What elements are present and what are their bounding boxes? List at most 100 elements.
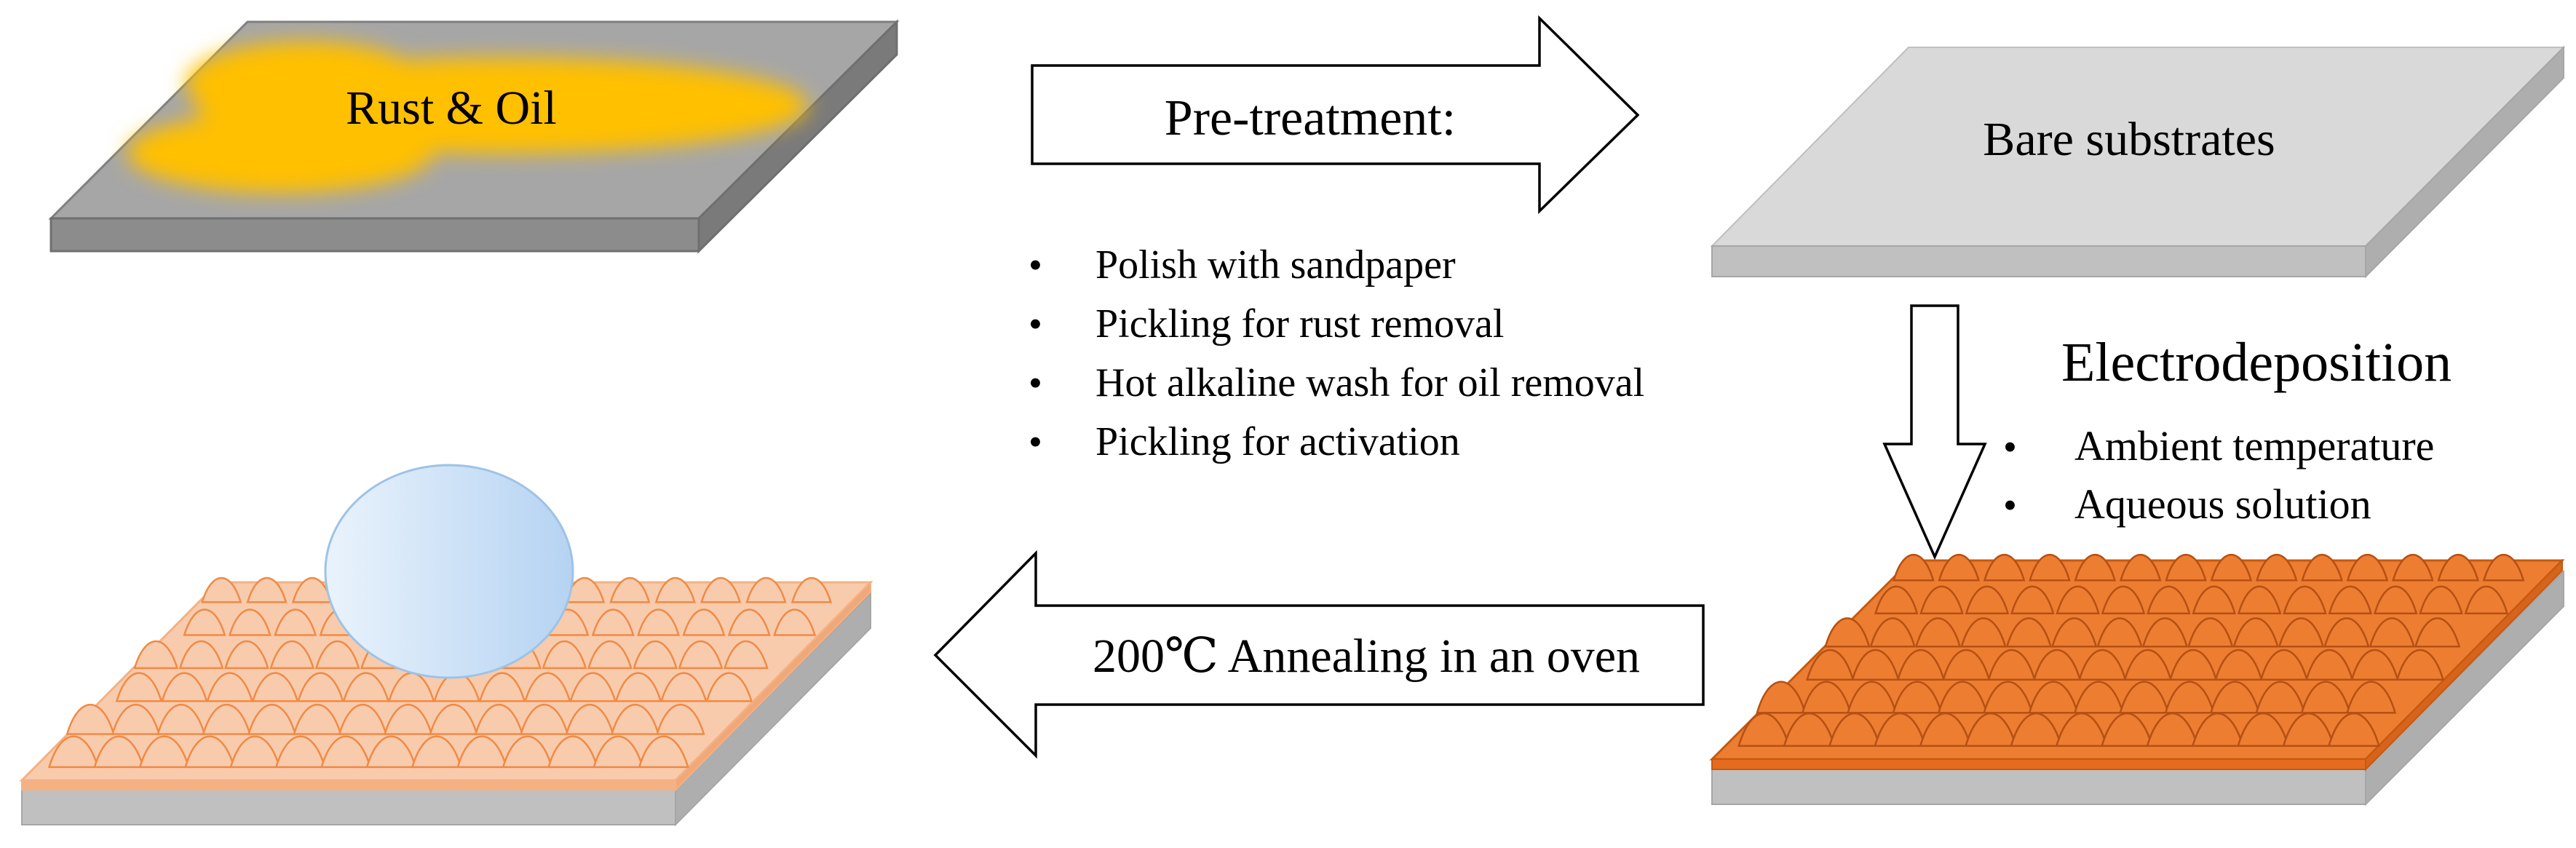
coating-bump — [2096, 617, 2143, 648]
coating-bump — [247, 704, 297, 735]
annealed-plate-substrate-front — [21, 789, 676, 825]
coating-bump — [1846, 681, 1898, 714]
coating-bump — [656, 704, 705, 735]
rusty-plate-front — [49, 217, 700, 253]
coating-bump — [638, 735, 689, 769]
coating-bump — [2028, 681, 2079, 714]
coating-bump — [2209, 681, 2261, 714]
pretreatment-arrow-shape — [1031, 15, 1640, 215]
coating-bump — [682, 609, 726, 636]
bare-plate-label: Bare substrates — [1983, 113, 2275, 166]
pretreatment-item-3: Hot alkaline wash for oil removal — [1095, 360, 1644, 405]
coating-bump — [610, 704, 660, 735]
list-bullet: • — [1029, 302, 1042, 346]
coating-bump — [115, 672, 163, 702]
annealing-arrow: 200℃ Annealing in an oven — [933, 550, 1705, 759]
coating-bump — [66, 704, 115, 735]
coating-bump — [1874, 585, 1919, 615]
coating-bump — [2419, 585, 2463, 615]
pretreatment-title: Pre-treatment: — [1165, 90, 1456, 146]
coating-bump — [1919, 585, 1964, 615]
electrodeposition-item-2: Aqueous solution — [2074, 480, 2371, 528]
coating-bump — [2147, 585, 2191, 615]
bare-plate-front — [1711, 245, 2366, 277]
coating-bump — [429, 704, 478, 735]
coating-bump — [111, 704, 161, 735]
coating-bump — [2168, 649, 2218, 681]
electrodeposition-title: Electrodeposition — [2061, 332, 2452, 393]
coating-bump — [1851, 649, 1900, 681]
coating-bump — [2350, 649, 2399, 681]
coating-bump — [2214, 649, 2263, 681]
coating-bump — [609, 576, 651, 603]
coating-bump — [542, 640, 587, 670]
coating-bump — [1914, 617, 1962, 648]
coating-bump — [1756, 681, 1807, 714]
coating-bump — [2369, 617, 2415, 648]
coating-bump — [660, 672, 708, 702]
list-bullet: • — [1029, 361, 1042, 405]
coating-bump — [1893, 553, 1935, 582]
pretreatment-item-1: Polish with sandpaper — [1095, 242, 1456, 288]
coating-bump — [2328, 585, 2373, 615]
coating-bump — [633, 640, 678, 670]
coating-bump — [314, 640, 360, 670]
coating-bump — [1960, 617, 2007, 648]
coated-plate — [1709, 553, 2565, 807]
coating-bump — [1938, 553, 1981, 582]
coating-bump — [2346, 553, 2389, 582]
coating-bump — [678, 640, 724, 670]
coating-bump — [2437, 553, 2480, 582]
coating-bump — [2278, 617, 2325, 648]
annealed-plate-coating-side — [675, 580, 871, 792]
coating-bump — [2300, 681, 2351, 714]
annealing-label: 200℃ Annealing in an oven — [1093, 630, 1640, 683]
coating-bump — [2187, 617, 2234, 648]
coating-bump — [2123, 649, 2172, 681]
coating-bump — [206, 672, 254, 702]
coating-bump — [2073, 681, 2125, 714]
list-bullet: • — [2003, 425, 2017, 469]
coating-bump — [2414, 617, 2461, 648]
coating-bump — [700, 576, 742, 603]
coating-bump — [2074, 553, 2117, 582]
list-bullet: • — [1029, 420, 1042, 464]
pretreatment-item-4: Pickling for activation — [1095, 419, 1460, 464]
coating-bump — [251, 672, 299, 702]
coated-plate-coating-front — [1711, 758, 2366, 770]
coating-bump — [2119, 681, 2170, 714]
coating-bump — [2050, 617, 2098, 648]
coating-bump — [724, 640, 769, 670]
rusty-plate: Rust & Oil — [48, 19, 900, 254]
coating-bump — [478, 672, 526, 702]
coating-bump — [384, 704, 433, 735]
coating-bump — [1983, 553, 2026, 582]
coating-bump — [2237, 585, 2282, 615]
coating-bump — [183, 609, 226, 636]
coating-bump — [342, 672, 390, 702]
coating-bump — [520, 704, 569, 735]
coating-bump — [727, 609, 771, 636]
coating-bump — [297, 672, 344, 702]
coating-bump — [790, 576, 832, 603]
coating-bump — [2345, 681, 2397, 714]
coated-plate-coating-side — [2365, 558, 2563, 772]
rusty-plate-label: Rust & Oil — [346, 82, 557, 135]
coated-plate-substrate-side — [2365, 569, 2564, 807]
coating-bump — [2323, 617, 2370, 648]
coating-bump — [637, 609, 681, 636]
coating-bump — [2283, 585, 2327, 615]
coating-bump — [1983, 681, 2034, 714]
pretreatment-item-2: Pickling for rust removal — [1095, 301, 1504, 346]
list-bullet: • — [1029, 243, 1042, 287]
coating-bump — [2210, 553, 2253, 582]
coating-bump — [2078, 649, 2127, 681]
coating-bump — [269, 640, 315, 670]
coating-bump — [2192, 585, 2236, 615]
coating-bump — [1869, 617, 1916, 648]
coating-bump — [2395, 649, 2445, 681]
coating-bump — [161, 672, 208, 702]
coating-bump — [1987, 649, 2036, 681]
electrodeposition-notes: Electrodeposition • Ambient temperature … — [2003, 332, 2452, 528]
pretreatment-list: • Polish with sandpaper • Pickling for r… — [1029, 242, 1644, 464]
